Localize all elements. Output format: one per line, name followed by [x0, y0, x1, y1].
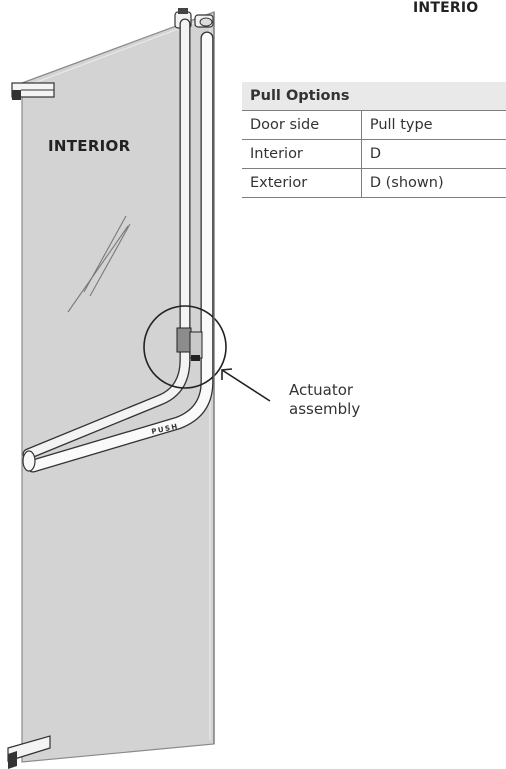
corner-interior-label: INTERIO — [413, 0, 479, 16]
table-title-row: Pull Options — [242, 82, 506, 111]
pull-options-table: Pull Options Door side Pull type Interio… — [242, 82, 506, 198]
top-hinge — [11, 82, 55, 100]
row-door-side: Exterior — [242, 168, 362, 198]
row-pull-type: D — [361, 139, 506, 169]
pull-end-cap — [22, 450, 36, 472]
header-door-side: Door side — [242, 110, 362, 140]
table-row: Interior D — [242, 139, 506, 169]
table-header-row: Door side Pull type — [242, 110, 506, 140]
actuator-callout-label: Actuator assembly — [289, 381, 360, 419]
door-side-label: INTERIOR — [48, 137, 131, 155]
callout-line-2: assembly — [289, 400, 361, 418]
bottom-hinge — [7, 735, 51, 769]
actuator-callout-circle — [143, 305, 227, 389]
table-title: Pull Options — [242, 82, 506, 111]
header-pull-type: Pull type — [361, 110, 506, 140]
row-pull-type: D (shown) — [361, 168, 506, 198]
callout-line-1: Actuator — [289, 381, 354, 399]
callout-arrow — [221, 368, 271, 402]
table-row: Exterior D (shown) — [242, 168, 506, 198]
glass-glare-marks — [67, 215, 131, 313]
actuator-block — [176, 327, 203, 361]
row-door-side: Interior — [242, 139, 362, 169]
